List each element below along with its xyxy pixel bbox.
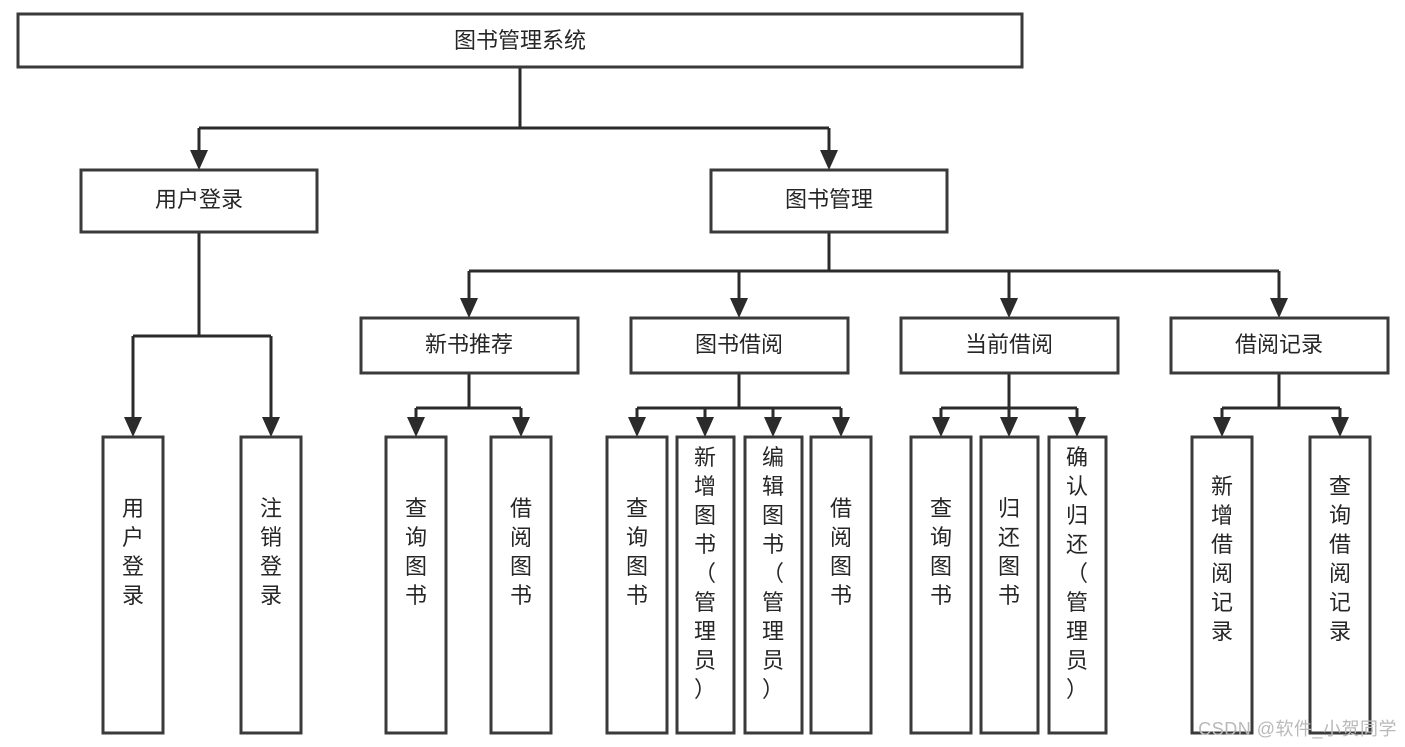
node-new-book-recommend-label: 新书推荐 [425, 332, 513, 357]
arrow-icon [764, 417, 782, 437]
node-root[interactable]: 图书管理系统 [16, 12, 1024, 69]
node-leaf-borrow-book-2-label: 借阅图书 [830, 496, 852, 608]
arrow-icon [262, 417, 280, 437]
node-root-label: 图书管理系统 [454, 28, 586, 53]
connector-group-borrow-record [1213, 373, 1349, 437]
arrow-icon [1000, 417, 1018, 437]
arrow-icon [628, 417, 646, 437]
node-leaf-query-book-2-label: 查询图书 [626, 496, 648, 608]
node-current-borrow-label: 当前借阅 [965, 332, 1053, 357]
node-leaf-add-record-label: 新增借阅记录 [1211, 474, 1233, 644]
node-leaf-query-book-1-label: 查询图书 [405, 496, 427, 608]
node-leaf-add-book[interactable]: 新增图书（管理员） [675, 435, 736, 735]
node-leaf-add-book-label: 新增图书（管理员） [694, 445, 716, 702]
node-leaf-edit-book-box[interactable] [743, 435, 804, 735]
node-leaf-user-logout-label: 注销登录 [260, 496, 282, 608]
node-leaf-query-record[interactable]: 查询借阅记录 [1308, 435, 1372, 735]
node-leaf-borrow-book-2[interactable]: 借阅图书 [809, 435, 873, 735]
node-book-management-box[interactable] [709, 168, 949, 234]
node-borrow-record-box[interactable] [1169, 316, 1390, 375]
node-leaf-edit-book[interactable]: 编辑图书（管理员） [743, 435, 804, 735]
node-leaf-query-record-box[interactable] [1308, 435, 1372, 735]
node-book-borrow-box[interactable] [629, 316, 850, 375]
node-borrow-record[interactable]: 借阅记录 [1169, 316, 1390, 375]
connector-group-user-login [124, 232, 280, 437]
node-leaf-add-book-box[interactable] [675, 435, 736, 735]
node-leaf-confirm-return-label: 确认归还（管理员） [1066, 445, 1088, 702]
node-leaf-borrow-book-1[interactable]: 借阅图书 [489, 435, 553, 735]
arrow-icon [832, 417, 850, 437]
node-leaf-query-book-1-box[interactable] [384, 435, 448, 735]
arrow-icon [1331, 417, 1349, 437]
node-user-login[interactable]: 用户登录 [79, 168, 319, 234]
node-leaf-return-book-label: 归还图书 [998, 496, 1020, 608]
node-leaf-borrow-book-1-label: 借阅图书 [510, 496, 532, 608]
node-leaf-user-logout[interactable]: 注销登录 [239, 435, 303, 735]
arrow-icon [512, 417, 530, 437]
node-leaf-query-book-2[interactable]: 查询图书 [605, 435, 669, 735]
arrow-icon [820, 150, 838, 170]
node-root-box[interactable] [16, 12, 1024, 69]
arrow-icon [730, 298, 748, 318]
arrow-icon [696, 417, 714, 437]
node-leaf-add-record-box[interactable] [1190, 435, 1254, 735]
node-leaf-query-book-2-box[interactable] [605, 435, 669, 735]
node-leaf-return-book-box[interactable] [979, 435, 1040, 735]
node-leaf-user-login-box[interactable] [101, 435, 165, 735]
node-leaf-edit-book-label: 编辑图书（管理员） [762, 445, 784, 702]
arrow-icon [407, 417, 425, 437]
node-leaf-query-book-3-box[interactable] [909, 435, 973, 735]
node-leaf-borrow-book-2-box[interactable] [809, 435, 873, 735]
arrow-icon [932, 417, 950, 437]
node-leaf-user-login[interactable]: 用户登录 [101, 435, 165, 735]
node-book-borrow-label: 图书借阅 [695, 332, 783, 357]
arrow-icon [1270, 298, 1288, 318]
arrow-icon [460, 298, 478, 318]
node-leaf-user-login-label: 用户登录 [122, 496, 144, 608]
node-book-management[interactable]: 图书管理 [709, 168, 949, 234]
node-leaf-user-logout-box[interactable] [239, 435, 303, 735]
node-user-login-box[interactable] [79, 168, 319, 234]
node-leaf-confirm-return[interactable]: 确认归还（管理员） [1047, 435, 1108, 735]
connector-group-root [190, 67, 838, 170]
connector-group-book-management [460, 232, 1288, 318]
node-leaf-query-book-3[interactable]: 查询图书 [909, 435, 973, 735]
node-borrow-record-label: 借阅记录 [1235, 332, 1323, 357]
connector-group-current-borrow [932, 373, 1086, 437]
node-current-borrow[interactable]: 当前借阅 [899, 316, 1120, 375]
node-leaf-borrow-book-1-box[interactable] [489, 435, 553, 735]
node-leaf-query-record-label: 查询借阅记录 [1329, 474, 1351, 644]
node-book-management-label: 图书管理 [785, 187, 873, 212]
node-new-book-recommend-box[interactable] [359, 316, 580, 375]
node-leaf-return-book[interactable]: 归还图书 [979, 435, 1040, 735]
arrow-icon [124, 417, 142, 437]
node-user-login-label: 用户登录 [155, 187, 243, 212]
node-leaf-query-book-3-label: 查询图书 [930, 496, 952, 608]
arrow-icon [1000, 298, 1018, 318]
node-leaf-confirm-return-box[interactable] [1047, 435, 1108, 735]
arrow-icon [1213, 417, 1231, 437]
node-leaf-query-book-1[interactable]: 查询图书 [384, 435, 448, 735]
node-new-book-recommend[interactable]: 新书推荐 [359, 316, 580, 375]
arrow-icon [1068, 417, 1086, 437]
connector-group-book-borrow [628, 373, 850, 437]
arrow-icon [190, 150, 208, 170]
node-book-borrow[interactable]: 图书借阅 [629, 316, 850, 375]
node-current-borrow-box[interactable] [899, 316, 1120, 375]
connector-group-new-book-recommend [407, 373, 530, 437]
node-leaf-add-record[interactable]: 新增借阅记录 [1190, 435, 1254, 735]
